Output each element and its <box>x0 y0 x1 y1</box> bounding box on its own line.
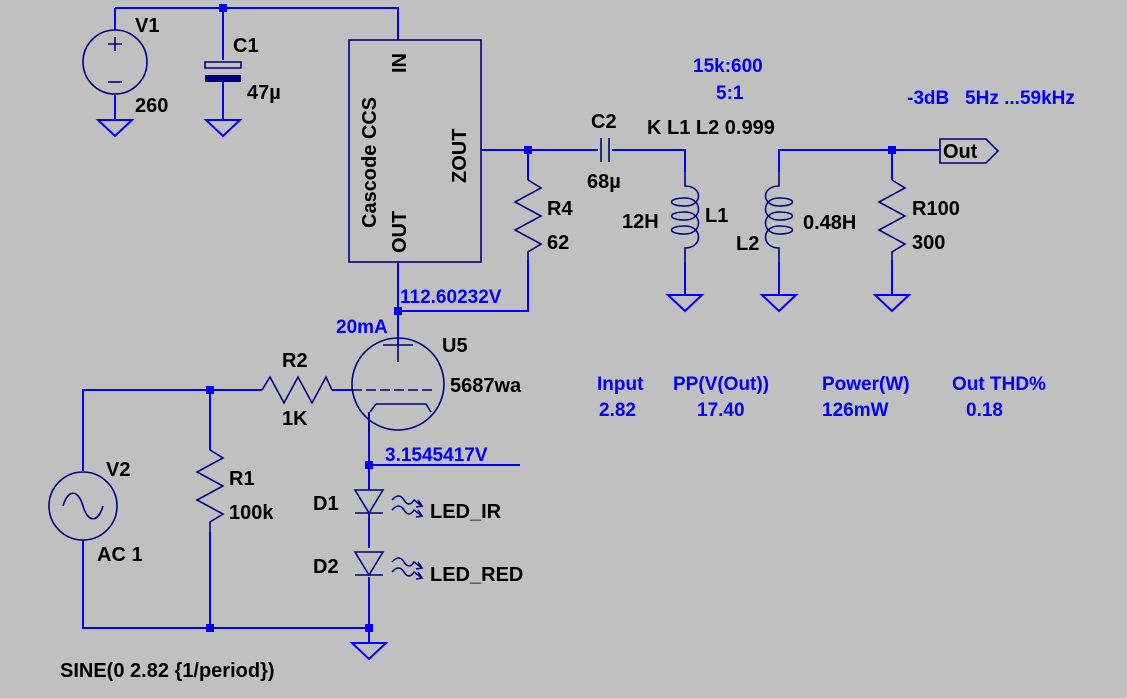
r100-name: R100 <box>912 198 960 220</box>
cascode-ccs-block[interactable] <box>348 39 482 263</box>
d1-name: D1 <box>313 493 339 515</box>
d2-led[interactable] <box>353 551 424 580</box>
measure-value-input: 2.82 <box>599 400 636 421</box>
ground-symbols <box>95 119 912 661</box>
c2-value: 68µ <box>587 171 621 193</box>
out-port-label: Out <box>943 141 978 163</box>
bandwidth-note: -3dB 5Hz ...59kHz <box>907 88 1075 109</box>
out-port[interactable] <box>939 138 1000 164</box>
v1-name: V1 <box>135 15 159 37</box>
junctions <box>206 4 896 632</box>
l1-inductor[interactable] <box>670 172 700 262</box>
c1-capacitor[interactable] <box>204 61 242 82</box>
measure-value-pp: 17.40 <box>697 400 745 421</box>
l1-value: 12H <box>622 211 659 233</box>
r1-value: 100k <box>229 502 274 524</box>
r4-value: 62 <box>547 232 569 254</box>
ground-icon <box>203 119 243 138</box>
v2-ac-source[interactable] <box>48 471 118 541</box>
l1-name: L1 <box>705 205 728 227</box>
measure-value-thd: 0.18 <box>966 400 1003 421</box>
l2-value: 0.48H <box>803 212 856 234</box>
d2-name: D2 <box>313 556 339 578</box>
v1-value: 260 <box>135 95 168 117</box>
r1-resistor[interactable] <box>195 449 225 532</box>
r2-resistor[interactable] <box>261 375 333 405</box>
l2-inductor[interactable] <box>764 172 794 262</box>
ccs-pin-in: IN <box>389 53 411 73</box>
coupling-directive: K L1 L2 0.999 <box>647 117 775 139</box>
turns-ratio: 5:1 <box>716 83 744 104</box>
ccs-title: Cascode CCS <box>359 97 381 228</box>
wires <box>82 7 940 643</box>
measure-header-power: Power(W) <box>822 374 910 395</box>
u5-value: 5687wa <box>450 375 522 397</box>
c2-name: C2 <box>591 111 617 133</box>
d1-value: LED_IR <box>430 501 502 523</box>
ccs-pin-zout: ZOUT <box>449 129 471 183</box>
r100-resistor[interactable] <box>877 179 907 260</box>
sine-source-directive: SINE(0 2.82 {1/period}) <box>60 660 275 682</box>
measure-value-power: 126mW <box>822 400 889 421</box>
transformer-ratio: 15k:600 <box>693 56 763 77</box>
c1-name: C1 <box>233 35 259 57</box>
u5-name: U5 <box>442 335 468 357</box>
r1-name: R1 <box>229 468 255 490</box>
v1-source[interactable] <box>82 29 148 95</box>
r4-resistor[interactable] <box>513 179 543 260</box>
plate-current-label: 20mA <box>336 317 388 338</box>
v2-name: V2 <box>106 459 130 481</box>
v2-value: AC 1 <box>97 544 143 566</box>
ground-icon <box>349 642 389 661</box>
plate-voltage-label: 112.60232V <box>400 287 502 308</box>
ground-icon <box>95 119 135 138</box>
measure-header-thd: Out THD% <box>952 374 1046 395</box>
d2-value: LED_RED <box>430 564 523 586</box>
u5-triode[interactable] <box>351 337 445 432</box>
ground-icon <box>872 294 912 313</box>
measure-header-input: Input <box>597 374 644 395</box>
ground-icon <box>759 294 799 313</box>
cathode-voltage-label: 3.1545417V <box>385 445 488 466</box>
measure-header-pp: PP(V(Out)) <box>673 374 769 395</box>
c2-capacitor[interactable] <box>600 138 610 162</box>
r2-name: R2 <box>282 350 308 372</box>
l2-name: L2 <box>736 233 759 255</box>
ccs-pin-out: OUT <box>389 211 411 253</box>
r4-name: R4 <box>547 198 573 220</box>
ground-icon <box>665 294 705 313</box>
c1-value: 47µ <box>247 82 281 104</box>
r2-value: 1K <box>282 408 308 430</box>
r100-value: 300 <box>912 232 945 254</box>
d1-led[interactable] <box>353 489 424 518</box>
